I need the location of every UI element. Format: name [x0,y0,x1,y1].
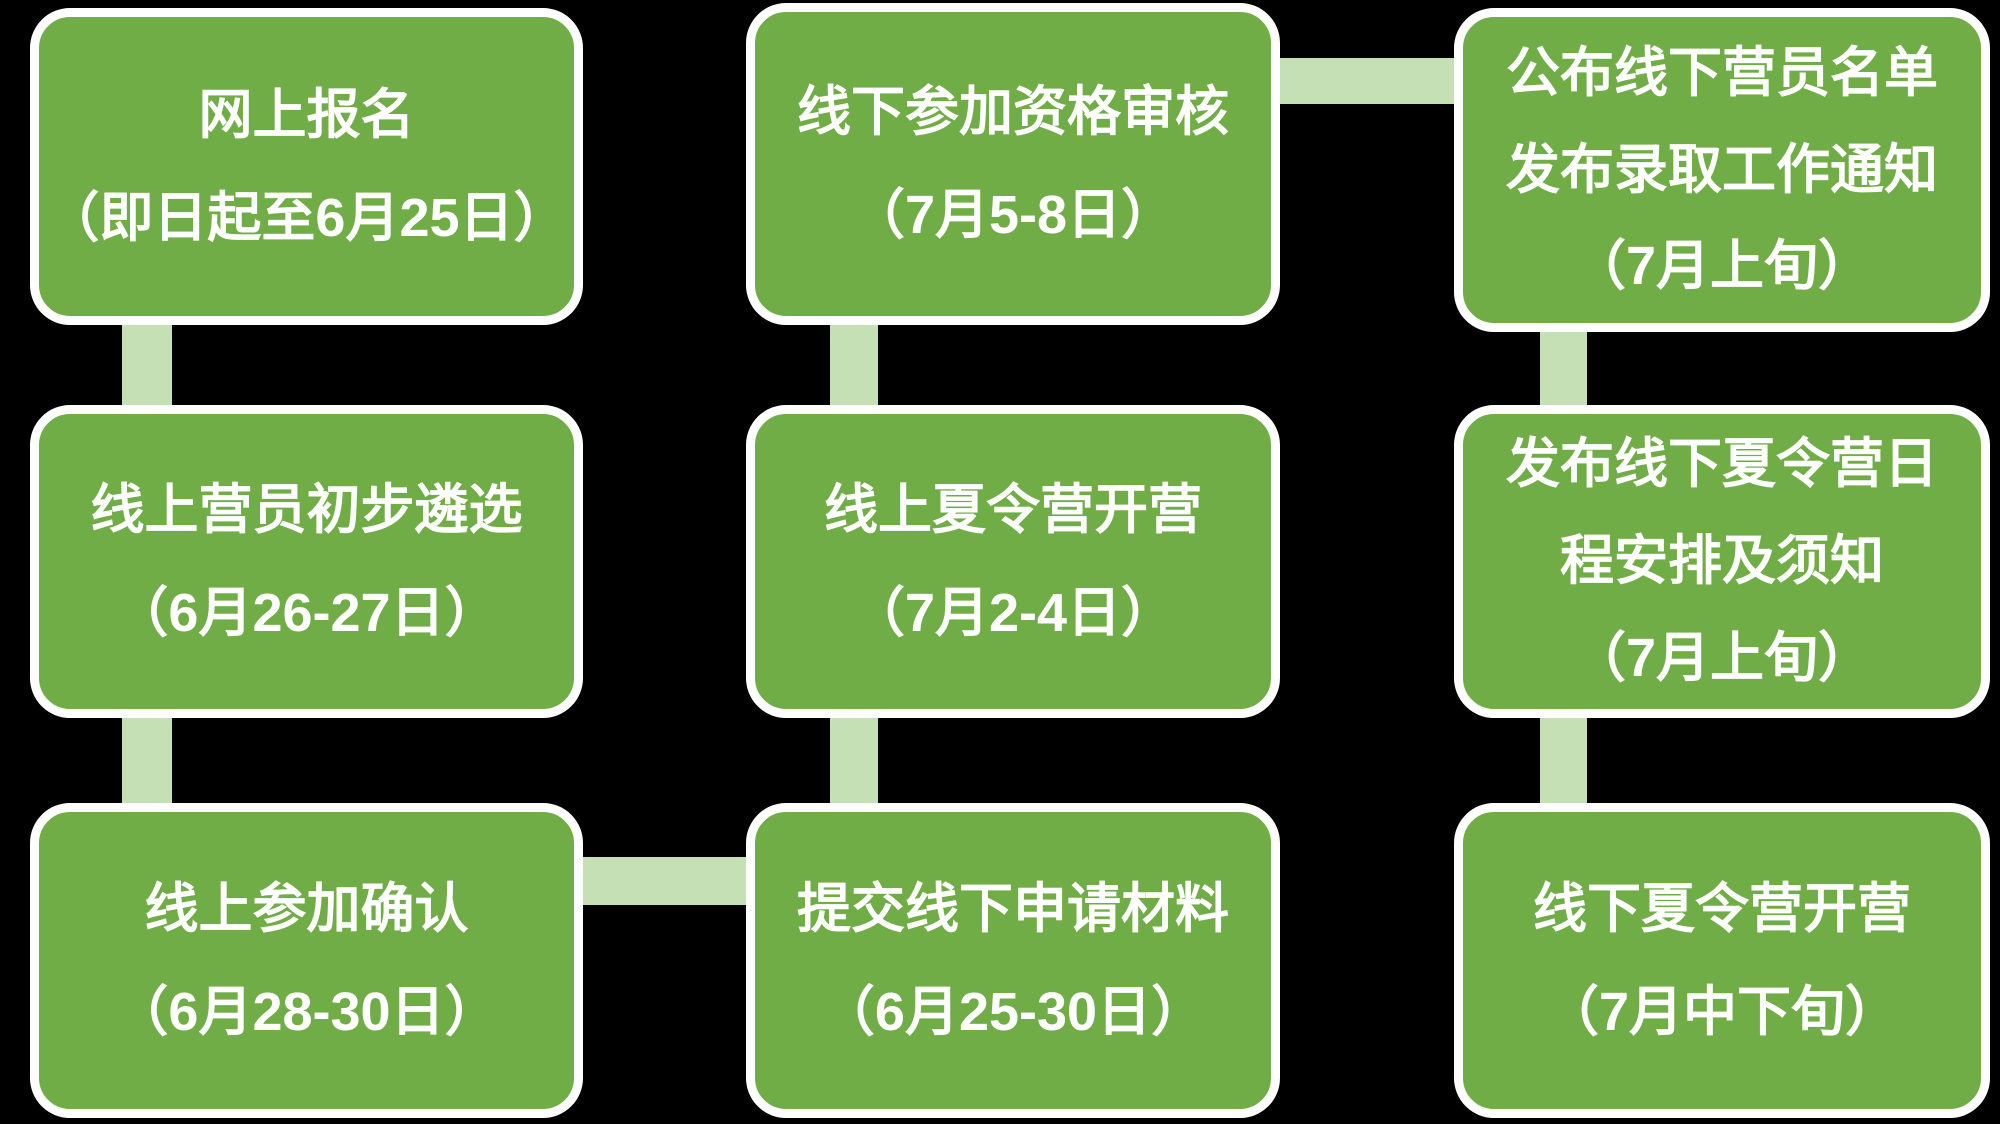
node-date: （6月28-30日） [114,981,499,1042]
node-title: 发布线下夏令营日 [1506,434,1938,495]
connector-registration-to-preliminary-selection [122,315,172,411]
node-date: （6月25-30日） [820,981,1206,1042]
node-date: （7月5-8日） [850,185,1176,245]
node-online-participation-confirmation: 线上参加确认 （6月28-30日） [30,803,583,1118]
node-title: 线上夏令营开营 [824,479,1202,540]
node-online-registration: 网上报名 （即日起至6月25日） [30,8,583,325]
node-date: （7月上旬） [1571,236,1873,297]
node-title: 线下参加资格审核 [797,82,1229,143]
node-online-camper-preliminary-selection: 线上营员初步遴选 （6月26-27日） [30,405,583,718]
node-title-line-2: 发布录取工作通知 [1506,139,1938,200]
connector-announce-list-to-publish-schedule [1540,322,1587,412]
node-title: 线上参加确认 [144,878,469,939]
node-date: （即日起至6月25日） [45,187,568,248]
node-title: 网上报名 [198,84,415,145]
node-offline-camp-opening: 线下夏令营开营 （7月中下旬） [1454,803,1990,1118]
node-announce-offline-camper-list: 公布线下营员名单 发布录取工作通知 （7月上旬） [1454,8,1990,332]
node-date: （7月2-4日） [850,582,1176,643]
node-title: 线下夏令营开营 [1533,878,1911,939]
connector-preliminary-selection-to-confirmation [122,712,172,809]
node-submit-offline-application-materials: 提交线下申请材料 （6月25-30日） [746,803,1280,1118]
node-online-camp-opening: 线上夏令营开营 （7月2-4日） [746,405,1280,718]
connector-confirmation-to-submit-materials [572,857,752,905]
connector-submit-materials-to-online-camp-opening [830,712,878,809]
connector-online-camp-opening-to-qualification-review [830,315,878,411]
connector-publish-schedule-to-offline-camp-opening [1540,712,1587,809]
node-title: 公布线下营员名单 [1506,42,1938,103]
node-title: 线上营员初步遴选 [90,479,523,540]
node-offline-qualification-review: 线下参加资格审核 （7月5-8日） [746,3,1280,325]
node-publish-offline-camp-schedule: 发布线下夏令营日 程安排及须知 （7月上旬） [1454,405,1990,718]
node-title: 提交线下申请材料 [797,878,1229,939]
connector-qualification-review-to-announce-list [1276,58,1460,104]
node-date: （7月中下旬） [1544,981,1900,1042]
node-title-line-2: 程安排及须知 [1560,531,1884,592]
node-date: （7月上旬） [1571,627,1873,688]
node-date: （6月26-27日） [114,582,499,643]
